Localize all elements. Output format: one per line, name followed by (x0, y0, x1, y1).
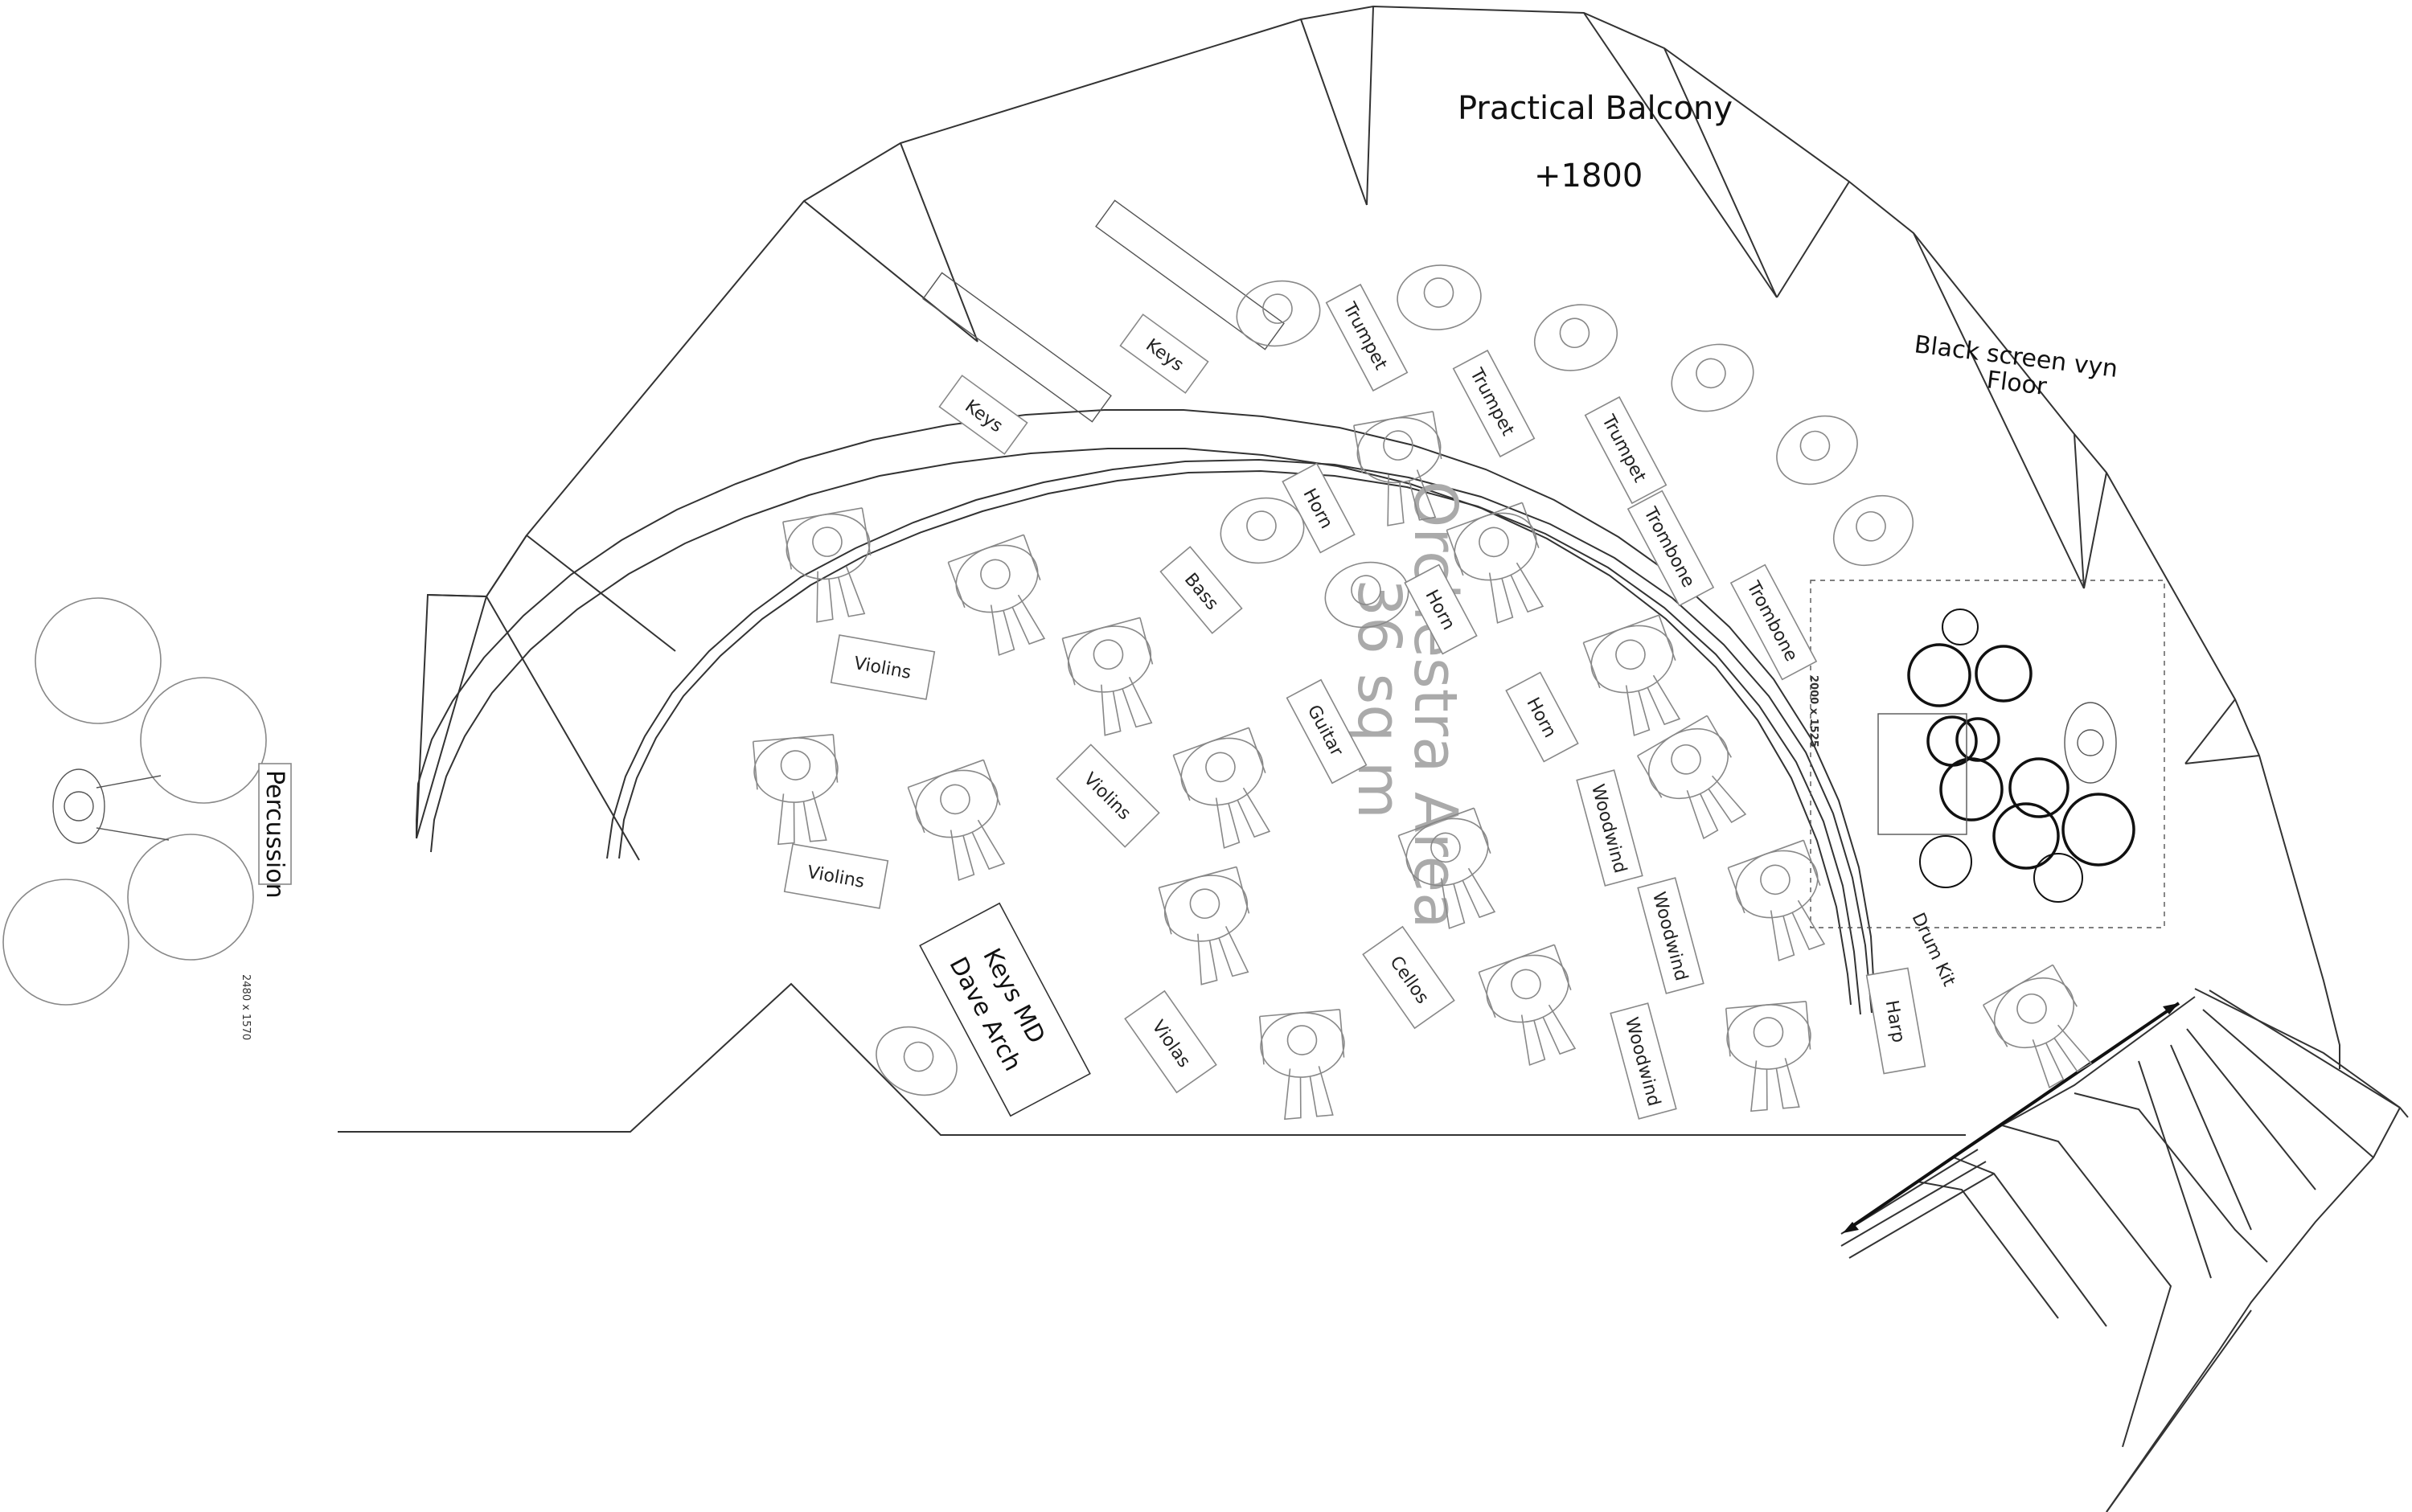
drum-kit-label: Drum Kit (1908, 910, 1959, 990)
percussion-drum (140, 677, 267, 804)
musician-figure (1397, 807, 1496, 929)
musician-figure (907, 759, 1006, 881)
section-labels: Keys Keys Trumpet Trumpet Trumpet Trombo… (783, 283, 1959, 1120)
percussion-size-label: 2480 x 1570 (240, 974, 252, 1040)
musician-figure (1637, 715, 1747, 840)
access-arrow-line (1848, 1002, 2180, 1230)
drum-kit-riser (1810, 580, 2165, 928)
musician-figure (947, 534, 1046, 656)
musician-figure (752, 733, 839, 846)
musician-figure (1533, 304, 1618, 371)
musician-figure (1983, 964, 2093, 1089)
trumpet-label-1: Trumpet (1325, 283, 1409, 392)
percussion-label-box (258, 763, 292, 885)
musician-figure (1478, 944, 1577, 1066)
arrow-head-up (2163, 1003, 2179, 1014)
arrow-head-down (1843, 1222, 1859, 1233)
musician-figure (876, 1026, 958, 1096)
horn-label-2: Horn (1404, 563, 1478, 655)
keys-label-1: Keys (938, 375, 1028, 455)
violas-label: Violas (1124, 990, 1217, 1094)
percussion-drum (127, 834, 254, 961)
pit-front-edge (338, 982, 1966, 1136)
musician-figure (1236, 280, 1321, 347)
musician-figure (1353, 411, 1442, 527)
musician-figure (1446, 502, 1544, 624)
percussion-drum (2, 879, 129, 1006)
balcony-title: Practical Balcony (1458, 90, 1733, 127)
woodwind-label-1: Woodwind (1576, 769, 1643, 887)
trombone-label-2: Trombone (1729, 563, 1818, 681)
harp-label: Harp (1865, 967, 1926, 1075)
musician-figure (1397, 264, 1482, 330)
musician-figure (1671, 343, 1754, 412)
musician-figure (782, 507, 872, 623)
woodwind-label-2: Woodwind (1637, 877, 1704, 994)
musician-figure (1582, 614, 1681, 736)
violins-label-1: Violins (830, 634, 936, 700)
percussion-drum (35, 597, 162, 724)
musician-figure (1061, 617, 1154, 736)
keyboard-instrument (922, 199, 1285, 423)
drum-size-label: 2000 x 1525 (1807, 675, 1819, 748)
musician-figure (1725, 1000, 1811, 1112)
balcony-height: +1800 (1534, 158, 1643, 195)
musician-figure (1172, 727, 1271, 849)
percussion-label: Percussion (260, 770, 289, 899)
musician-figure (1832, 494, 1914, 567)
musician-figure (1727, 839, 1826, 961)
percussion-area: Percussion 2480 x 1570 (2, 597, 292, 1040)
musician-figure (1158, 866, 1250, 985)
horn-label-3: Horn (1505, 671, 1579, 763)
musician-figure (1220, 497, 1305, 564)
violins-label-2: Violins (1056, 744, 1160, 848)
trombone-label-1: Trombone (1626, 490, 1715, 607)
keys-md-label: Keys MD Dave Arch (919, 902, 1091, 1117)
musician-figure (1258, 1008, 1345, 1121)
horn-label-1: Horn (1282, 462, 1356, 554)
keys-label-2: Keys (1119, 313, 1209, 394)
stairs (1840, 988, 2409, 1512)
musician-figure (1776, 415, 1858, 486)
drum-kit: 2000 x 1525 (1807, 580, 2165, 928)
musician-figures (752, 264, 2093, 1121)
watermark-line2: 36 sq m (1344, 579, 1413, 819)
trumpet-label-3: Trumpet (1584, 395, 1667, 505)
cellos-label: Cellos (1362, 925, 1455, 1030)
violins-label-3: Violins (783, 843, 889, 909)
trumpet-label-2: Trumpet (1452, 349, 1536, 458)
bass-label: Bass (1159, 546, 1243, 634)
percussionist-figure (52, 768, 170, 844)
practical-balcony-outline (416, 5, 2340, 1069)
woodwind-label-3: Woodwind (1610, 1002, 1677, 1120)
